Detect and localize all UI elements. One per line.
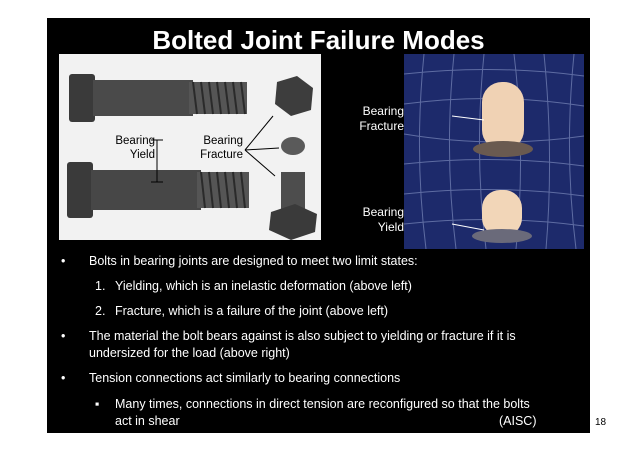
slide-title: Bolted Joint Failure Modes xyxy=(152,25,485,55)
bullet-text-line2: undersized for the load (above right) xyxy=(89,346,290,360)
bolts-illustration xyxy=(67,74,317,240)
bullet-text: Tension connections act similarly to bea… xyxy=(89,371,401,385)
bullet-mark: • xyxy=(61,329,66,343)
label-plate-bearing-fracture-line2: Fracture xyxy=(359,119,404,133)
sub-bullet-text-line2: act in shear xyxy=(115,414,180,428)
sub-bullet-text-line1: Many times, connections in direct tensio… xyxy=(115,397,530,411)
label-bearing-fracture: Bearing Fracture xyxy=(183,134,243,162)
bullet-mark: • xyxy=(61,254,66,268)
numbered-text: Yielding, which is an inelastic deformat… xyxy=(115,279,412,293)
label-plate-bearing-yield: Bearing Yield xyxy=(332,205,404,235)
page-number: 18 xyxy=(595,417,607,428)
label-bearing-fracture-line1: Bearing xyxy=(203,135,243,147)
numbered-text: Fracture, which is a failure of the join… xyxy=(115,304,389,318)
label-bearing-fracture-line2: Fracture xyxy=(200,149,243,161)
label-plate-bearing-yield-line1: Bearing xyxy=(362,205,404,219)
label-bearing-yield-line1: Bearing xyxy=(115,135,155,147)
label-plate-bearing-fracture-line1: Bearing xyxy=(362,104,404,118)
numbered-mark: 1. xyxy=(95,279,106,293)
bullet-text-line1: The material the bolt bears against is a… xyxy=(89,329,516,343)
label-plate-bearing-yield-line2: Yield xyxy=(377,220,404,234)
numbered-mark: 2. xyxy=(95,304,106,318)
label-bearing-yield-line2: Yield xyxy=(129,149,155,161)
source-citation: (AISC) xyxy=(499,414,537,428)
plate-photo xyxy=(404,54,584,249)
label-plate-bearing-fracture: Bearing Fracture xyxy=(332,104,404,134)
label-bearing-yield: Bearing Yield xyxy=(97,134,155,162)
plate-illustration xyxy=(404,54,584,249)
sub-bullet-mark: ▪ xyxy=(95,397,100,411)
bullet-text: Bolts in bearing joints are designed to … xyxy=(89,254,418,268)
slide: Bolted Joint Failure Modes xyxy=(47,18,590,433)
bullet-mark: • xyxy=(61,371,66,385)
bolts-photo: Bearing Yield Bearing Fracture xyxy=(59,54,321,240)
